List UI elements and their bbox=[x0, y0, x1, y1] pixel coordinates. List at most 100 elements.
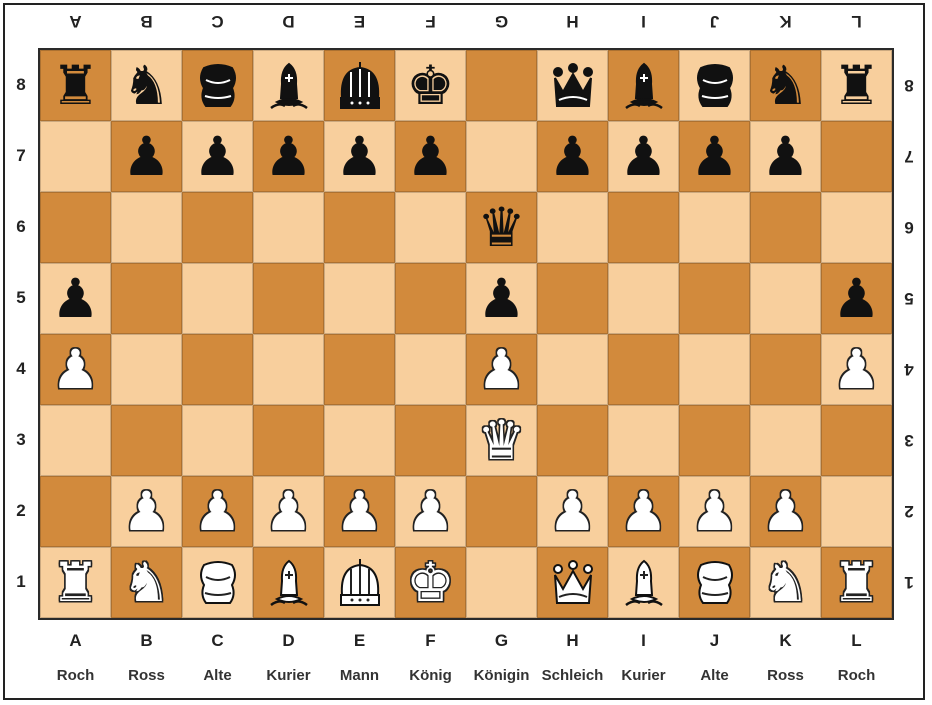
square-l5[interactable]: ♟ bbox=[821, 263, 892, 334]
square-b8[interactable]: ♞ bbox=[111, 50, 182, 121]
white-pawn-icon[interactable]: ♟ bbox=[609, 477, 678, 546]
black-pawn-icon[interactable]: ♟ bbox=[41, 264, 110, 333]
black-pawn-icon[interactable]: ♟ bbox=[183, 122, 252, 191]
square-g4[interactable]: ♟ bbox=[466, 334, 537, 405]
square-a6[interactable] bbox=[40, 192, 111, 263]
square-h2[interactable]: ♟ bbox=[537, 476, 608, 547]
square-e6[interactable] bbox=[324, 192, 395, 263]
square-k8[interactable]: ♞ bbox=[750, 50, 821, 121]
black-alte-icon[interactable] bbox=[680, 51, 749, 120]
black-pawn-icon[interactable]: ♟ bbox=[325, 122, 394, 191]
white-pawn-icon[interactable]: ♟ bbox=[254, 477, 323, 546]
square-h6[interactable] bbox=[537, 192, 608, 263]
square-k3[interactable] bbox=[750, 405, 821, 476]
white-pawn-icon[interactable]: ♟ bbox=[41, 335, 110, 404]
square-l8[interactable]: ♜ bbox=[821, 50, 892, 121]
white-pawn-icon[interactable]: ♟ bbox=[751, 477, 820, 546]
square-k2[interactable]: ♟ bbox=[750, 476, 821, 547]
square-g5[interactable]: ♟ bbox=[466, 263, 537, 334]
square-b4[interactable] bbox=[111, 334, 182, 405]
white-pawn-icon[interactable]: ♟ bbox=[680, 477, 749, 546]
square-g3[interactable]: ♛ bbox=[466, 405, 537, 476]
square-l7[interactable] bbox=[821, 121, 892, 192]
black-pawn-icon[interactable]: ♟ bbox=[751, 122, 820, 191]
black-mann-icon[interactable] bbox=[325, 51, 394, 120]
white-knight-icon[interactable]: ♞ bbox=[112, 548, 181, 617]
square-i6[interactable] bbox=[608, 192, 679, 263]
square-d7[interactable]: ♟ bbox=[253, 121, 324, 192]
square-f6[interactable] bbox=[395, 192, 466, 263]
square-a8[interactable]: ♜ bbox=[40, 50, 111, 121]
square-l3[interactable] bbox=[821, 405, 892, 476]
square-h1[interactable] bbox=[537, 547, 608, 618]
square-b5[interactable] bbox=[111, 263, 182, 334]
square-c3[interactable] bbox=[182, 405, 253, 476]
square-h4[interactable] bbox=[537, 334, 608, 405]
square-f1[interactable]: ♚ bbox=[395, 547, 466, 618]
square-k6[interactable] bbox=[750, 192, 821, 263]
square-l1[interactable]: ♜ bbox=[821, 547, 892, 618]
square-c6[interactable] bbox=[182, 192, 253, 263]
white-kurier-icon[interactable] bbox=[254, 548, 323, 617]
square-g2[interactable] bbox=[466, 476, 537, 547]
square-h3[interactable] bbox=[537, 405, 608, 476]
white-mann-icon[interactable] bbox=[325, 548, 394, 617]
square-i4[interactable] bbox=[608, 334, 679, 405]
square-k5[interactable] bbox=[750, 263, 821, 334]
square-l6[interactable] bbox=[821, 192, 892, 263]
black-pawn-icon[interactable]: ♟ bbox=[538, 122, 607, 191]
square-e5[interactable] bbox=[324, 263, 395, 334]
square-f2[interactable]: ♟ bbox=[395, 476, 466, 547]
white-pawn-icon[interactable]: ♟ bbox=[467, 335, 536, 404]
white-pawn-icon[interactable]: ♟ bbox=[538, 477, 607, 546]
square-j4[interactable] bbox=[679, 334, 750, 405]
black-pawn-icon[interactable]: ♟ bbox=[112, 122, 181, 191]
square-j3[interactable] bbox=[679, 405, 750, 476]
square-g1[interactable] bbox=[466, 547, 537, 618]
black-pawn-icon[interactable]: ♟ bbox=[609, 122, 678, 191]
square-f3[interactable] bbox=[395, 405, 466, 476]
black-knight-icon[interactable]: ♞ bbox=[751, 51, 820, 120]
square-g6[interactable]: ♛ bbox=[466, 192, 537, 263]
square-b6[interactable] bbox=[111, 192, 182, 263]
square-a5[interactable]: ♟ bbox=[40, 263, 111, 334]
square-c4[interactable] bbox=[182, 334, 253, 405]
square-e1[interactable] bbox=[324, 547, 395, 618]
square-j6[interactable] bbox=[679, 192, 750, 263]
black-pawn-icon[interactable]: ♟ bbox=[680, 122, 749, 191]
square-e8[interactable] bbox=[324, 50, 395, 121]
black-kurier-icon[interactable] bbox=[609, 51, 678, 120]
white-king-icon[interactable]: ♚ bbox=[396, 548, 465, 617]
square-j5[interactable] bbox=[679, 263, 750, 334]
white-alte-icon[interactable] bbox=[183, 548, 252, 617]
square-l4[interactable]: ♟ bbox=[821, 334, 892, 405]
square-e4[interactable] bbox=[324, 334, 395, 405]
white-pawn-icon[interactable]: ♟ bbox=[183, 477, 252, 546]
square-a4[interactable]: ♟ bbox=[40, 334, 111, 405]
black-rook-icon[interactable]: ♜ bbox=[41, 51, 110, 120]
square-k7[interactable]: ♟ bbox=[750, 121, 821, 192]
square-i1[interactable] bbox=[608, 547, 679, 618]
white-alte-icon[interactable] bbox=[680, 548, 749, 617]
square-i7[interactable]: ♟ bbox=[608, 121, 679, 192]
square-a2[interactable] bbox=[40, 476, 111, 547]
square-a3[interactable] bbox=[40, 405, 111, 476]
square-i8[interactable] bbox=[608, 50, 679, 121]
square-d1[interactable] bbox=[253, 547, 324, 618]
square-k4[interactable] bbox=[750, 334, 821, 405]
square-b1[interactable]: ♞ bbox=[111, 547, 182, 618]
square-b2[interactable]: ♟ bbox=[111, 476, 182, 547]
square-e7[interactable]: ♟ bbox=[324, 121, 395, 192]
square-a7[interactable] bbox=[40, 121, 111, 192]
black-pawn-icon[interactable]: ♟ bbox=[467, 264, 536, 333]
black-rook-icon[interactable]: ♜ bbox=[822, 51, 891, 120]
square-d3[interactable] bbox=[253, 405, 324, 476]
square-d4[interactable] bbox=[253, 334, 324, 405]
square-e2[interactable]: ♟ bbox=[324, 476, 395, 547]
square-g7[interactable] bbox=[466, 121, 537, 192]
square-f8[interactable]: ♚ bbox=[395, 50, 466, 121]
square-d8[interactable] bbox=[253, 50, 324, 121]
square-c5[interactable] bbox=[182, 263, 253, 334]
square-c8[interactable] bbox=[182, 50, 253, 121]
square-d6[interactable] bbox=[253, 192, 324, 263]
